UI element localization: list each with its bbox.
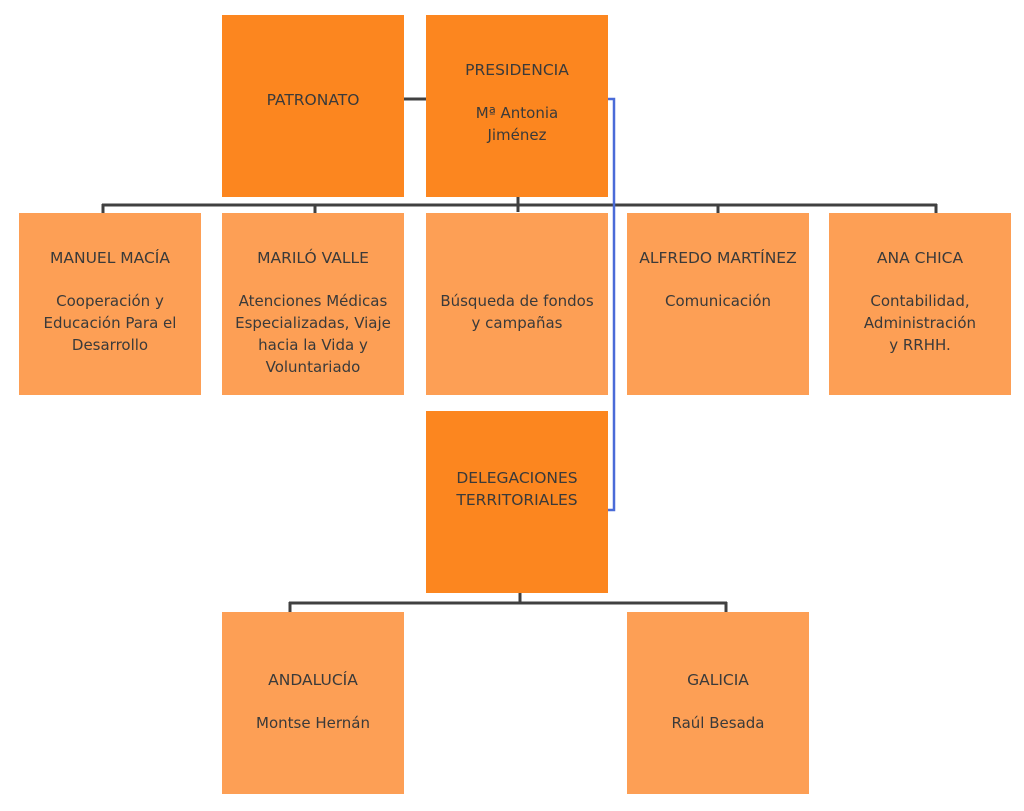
- node-galicia-subtitle: Raúl Besada: [671, 714, 765, 732]
- node-andalucia-subtitle: Montse Hernán: [256, 714, 370, 732]
- node-manuel-macia-subtitle: Cooperación y Educación Para el Desarrol…: [43, 292, 177, 354]
- node-ana-chica-title: ANA CHICA: [876, 249, 964, 267]
- node-alfredo-martinez-subtitle: Comunicación: [665, 292, 771, 310]
- node-ana-chica-subtitle: Contabilidad, Administración y RRHH.: [863, 292, 977, 354]
- node-busqueda-fondos-text: Búsqueda de fondos y campañas: [440, 292, 594, 332]
- node-alfredo-martinez: ALFREDO MARTÍNEZ Comunicación: [627, 213, 809, 395]
- node-galicia-title: GALICIA: [687, 671, 749, 689]
- node-marilo-valle: MARILÓ VALLE Atenciones Médicas Especial…: [222, 213, 404, 395]
- node-delegaciones-title: DELEGACIONES TERRITORIALES: [456, 469, 578, 509]
- node-manuel-macia-title: MANUEL MACÍA: [50, 249, 170, 267]
- node-marilo-valle-title: MARILÓ VALLE: [257, 249, 369, 267]
- node-delegaciones-territoriales: DELEGACIONES TERRITORIALES: [426, 411, 608, 593]
- node-patronato: PATRONATO: [222, 15, 404, 197]
- node-andalucia-title: ANDALUCÍA: [268, 671, 358, 689]
- node-presidencia: PRESIDENCIA Mª Antonia Jiménez: [426, 15, 608, 197]
- node-alfredo-martinez-title: ALFREDO MARTÍNEZ: [639, 249, 797, 267]
- node-patronato-title: PATRONATO: [266, 91, 360, 109]
- node-ana-chica: ANA CHICA Contabilidad, Administración y…: [829, 213, 1011, 395]
- node-marilo-valle-subtitle: Atenciones Médicas Especializadas, Viaje…: [235, 292, 391, 376]
- node-galicia: GALICIA Raúl Besada: [627, 612, 809, 794]
- node-andalucia: ANDALUCÍA Montse Hernán: [222, 612, 404, 794]
- node-presidencia-subtitle: Mª Antonia Jiménez: [475, 104, 559, 144]
- node-manuel-macia: MANUEL MACÍA Cooperación y Educación Par…: [19, 213, 201, 395]
- node-busqueda-fondos: Búsqueda de fondos y campañas: [426, 213, 608, 395]
- node-presidencia-title: PRESIDENCIA: [465, 61, 569, 79]
- connector-presidencia-delegaciones: [606, 97, 616, 512]
